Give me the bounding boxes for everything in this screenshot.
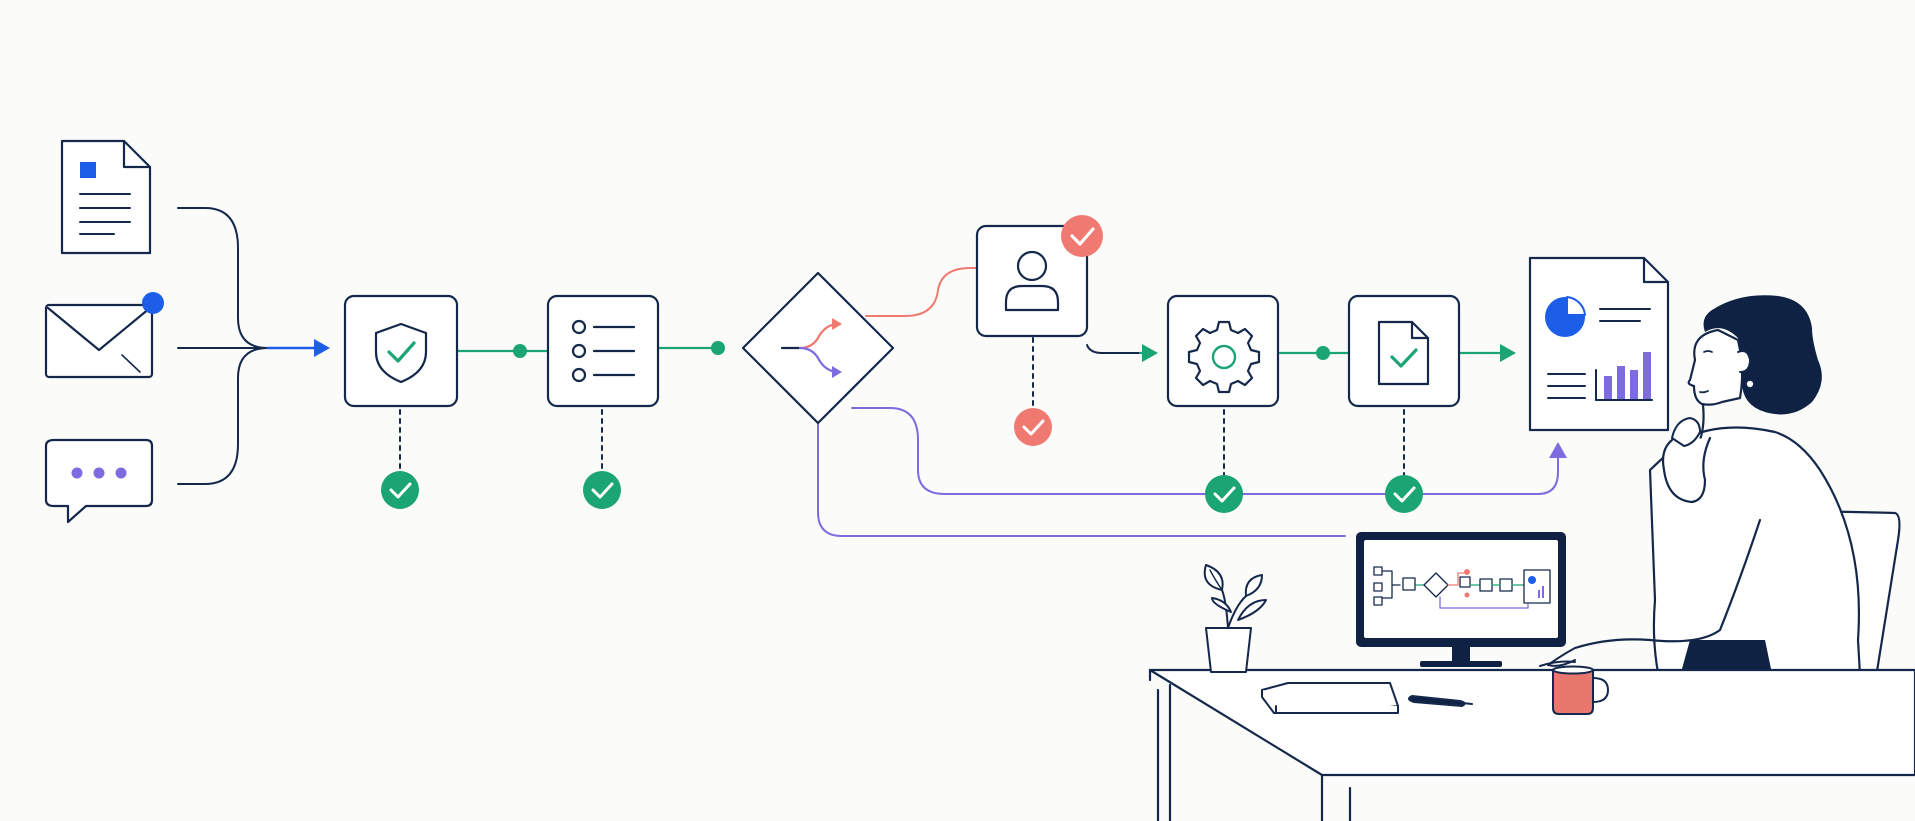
monitor-mini-workflow [1373, 566, 1551, 609]
review-to-gear-connector [1086, 344, 1143, 354]
security-check-step [343, 294, 459, 408]
status-check-security [381, 471, 419, 509]
report-step [1528, 256, 1670, 432]
document-approval-step [1347, 294, 1461, 408]
woman-hair [1703, 295, 1822, 415]
document-icon [60, 139, 152, 255]
shield-check-icon [374, 322, 428, 384]
decision-step [741, 271, 895, 425]
gear-arrowhead [1142, 344, 1158, 362]
chat-icon [44, 438, 154, 524]
list-icon [571, 319, 636, 383]
mouse [1539, 660, 1576, 667]
report-chart-icon [1545, 296, 1653, 401]
purple-arrowhead [1549, 442, 1567, 458]
processing-step [1166, 294, 1280, 408]
purple-branches [817, 407, 1559, 537]
status-check-checklist [583, 471, 621, 509]
connector-node-2 [711, 341, 725, 355]
email-icon [44, 292, 164, 379]
user-icon [1004, 250, 1060, 312]
document-check-icon [1377, 320, 1430, 386]
monitor [1356, 532, 1566, 667]
notebook [1261, 682, 1399, 714]
woman-face [1687, 328, 1744, 406]
human-review-step [975, 215, 1103, 338]
mug [1552, 665, 1609, 715]
review-badge [1061, 215, 1103, 257]
input-merge-connectors [177, 207, 269, 485]
connector-node-3 [1316, 346, 1330, 360]
status-check-review [1014, 408, 1052, 446]
connector-node-1 [513, 344, 527, 358]
status-check-processing [1205, 475, 1243, 513]
pen [1408, 695, 1473, 707]
checklist-step [546, 294, 660, 408]
woman-torso [1648, 426, 1864, 712]
report-arrowhead [1500, 344, 1516, 362]
plant [1203, 564, 1267, 673]
split-arrows-icon [780, 318, 842, 378]
security-arrowhead [314, 339, 330, 357]
decision-coral-branch [865, 267, 978, 317]
status-dotted-lines [399, 337, 1405, 476]
gear-icon [1187, 320, 1261, 394]
status-check-approval [1385, 475, 1423, 513]
green-connectors [455, 346, 1502, 355]
notification-dot [142, 292, 164, 314]
